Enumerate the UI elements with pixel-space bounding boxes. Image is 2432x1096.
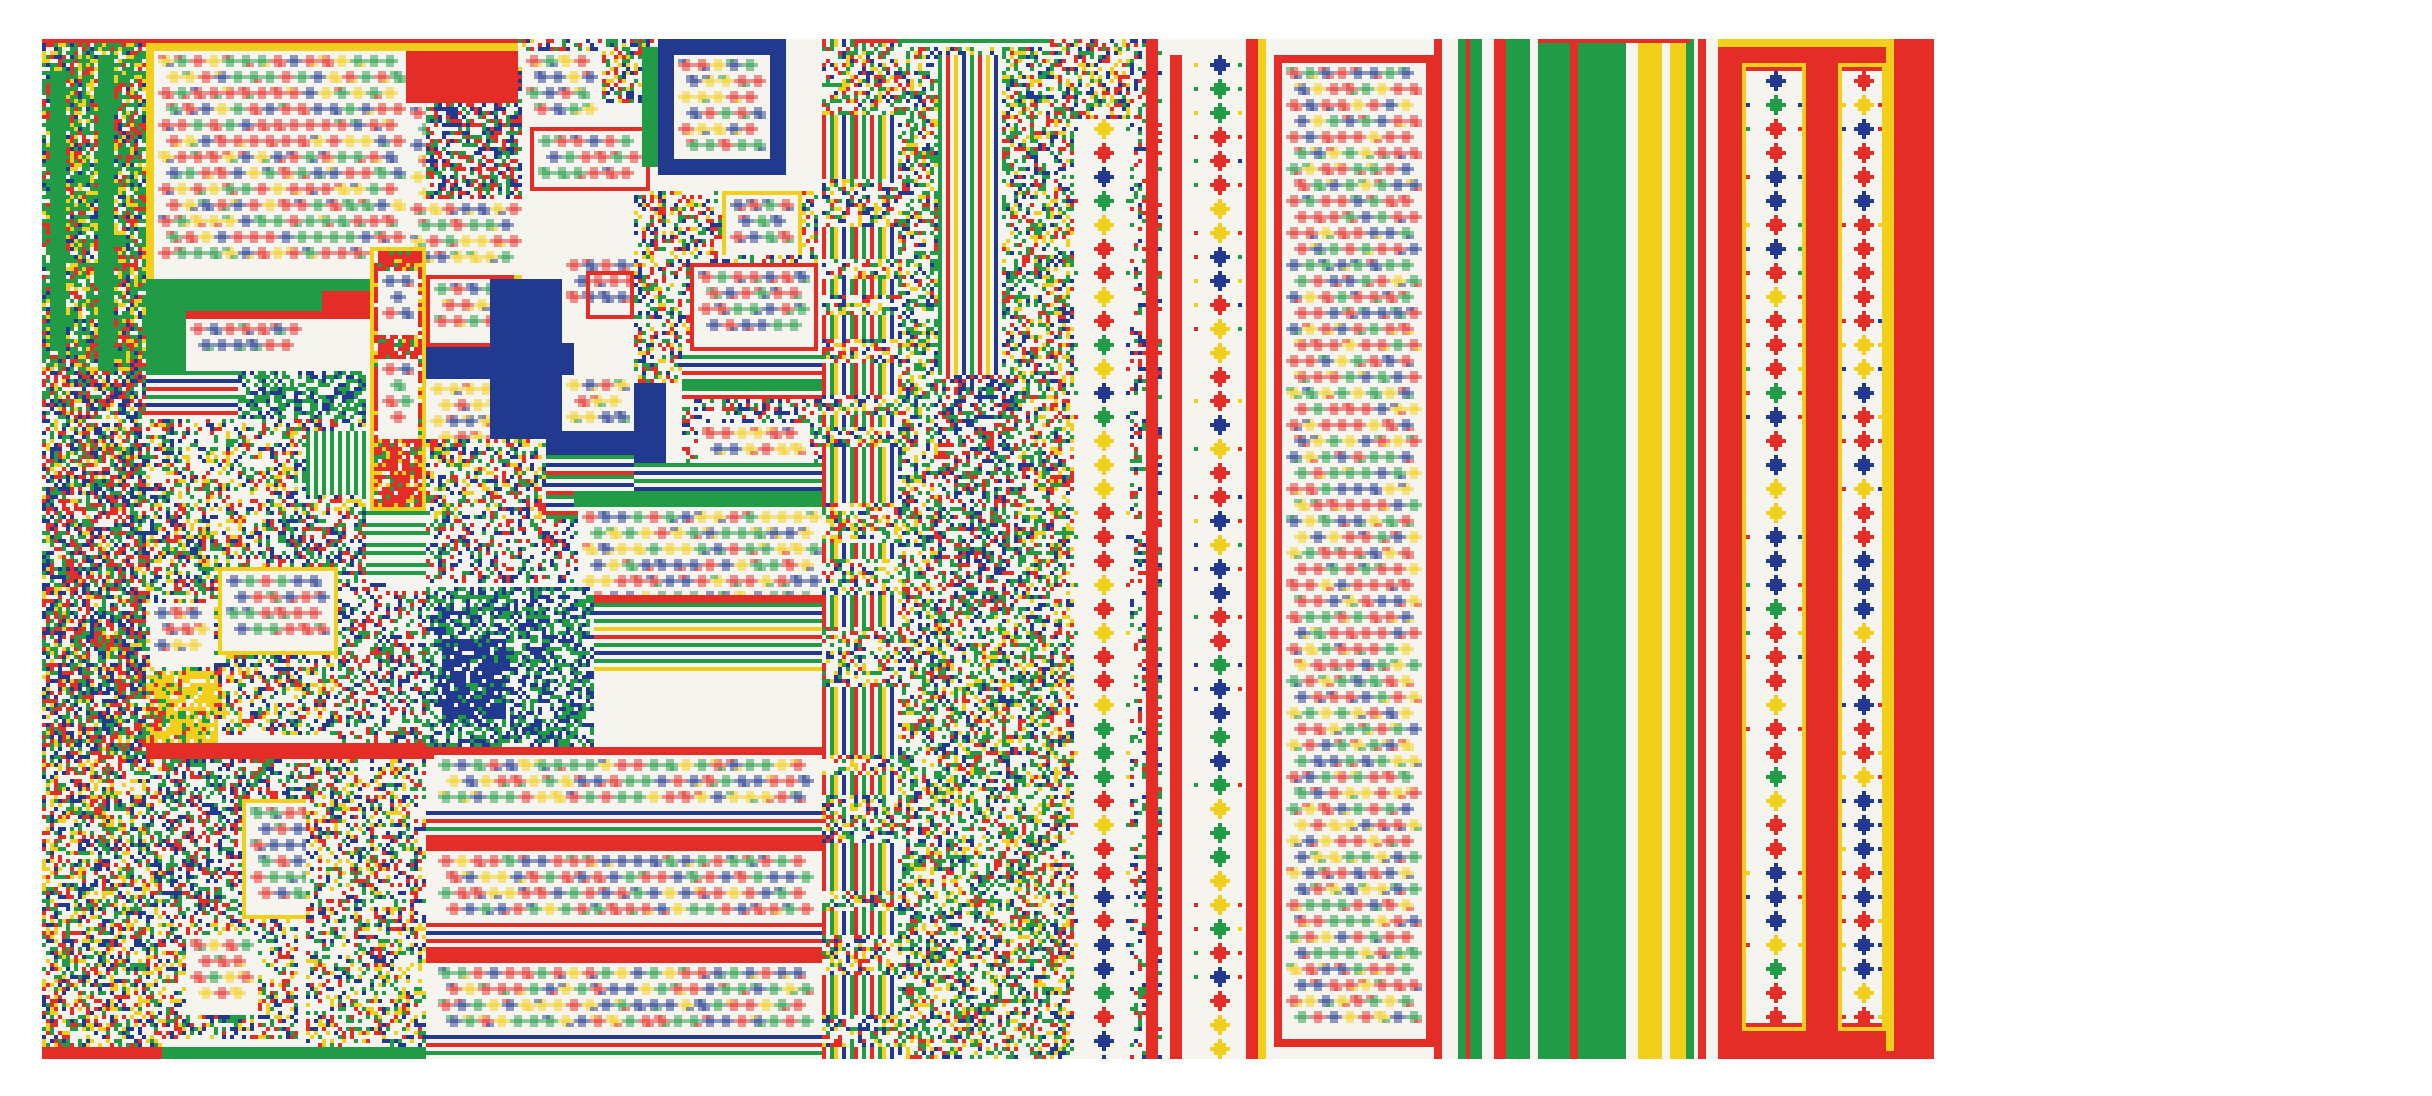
pixel-mosaic-artwork	[42, 39, 2402, 1059]
